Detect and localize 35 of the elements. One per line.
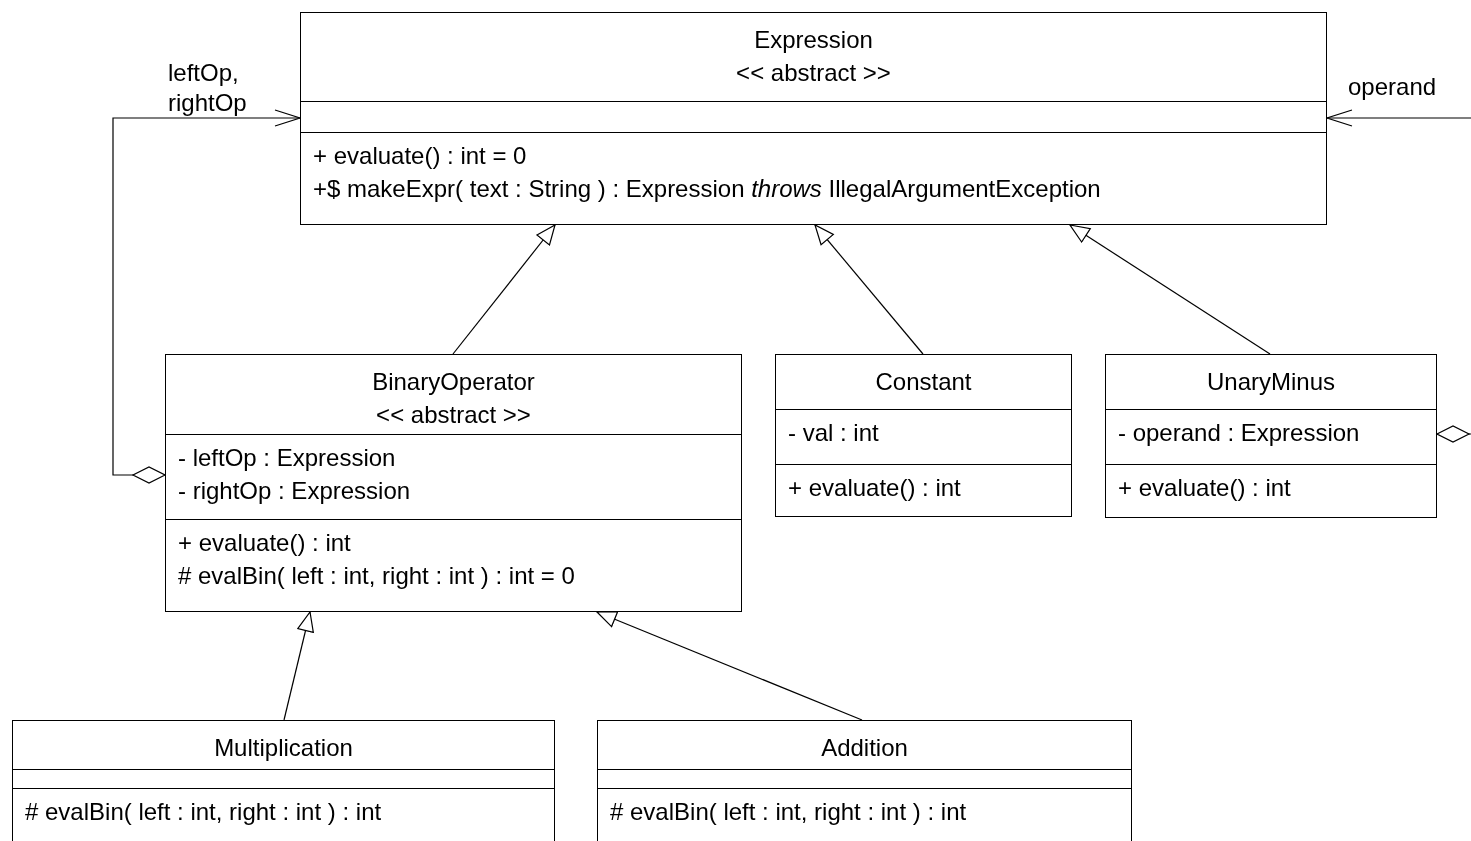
method-text: + evaluate() : int [178, 528, 351, 558]
inheritance-arrow [814, 224, 924, 355]
aggregation-line [1326, 109, 1471, 443]
class-name: Addition [821, 733, 908, 763]
class-box [12, 720, 555, 841]
inheritance-arrow [1069, 224, 1271, 355]
inheritance-arrow [596, 611, 863, 721]
class-box [165, 354, 742, 612]
aggregation-line [112, 109, 301, 484]
edge-label: leftOp, rightOp [168, 58, 248, 118]
attribute-text: - val : int [788, 418, 879, 448]
attribute-text: - operand : Expression [1118, 418, 1360, 448]
method-text: # evalBin( left : int, right : int ) : int = 0 [178, 561, 575, 591]
method-text: + evaluate() : int [1118, 473, 1291, 503]
class-name: Multiplication [214, 733, 353, 763]
class-box [300, 12, 1327, 225]
method-text: +$ makeExpr( text : String ) : Expression throws IllegalArgumentException [313, 174, 1101, 204]
class-name: Expression [754, 25, 873, 55]
method-text: + evaluate() : int [788, 473, 961, 503]
class-name: UnaryMinus [1206, 367, 1335, 397]
class-name: BinaryOperator [372, 367, 535, 397]
edge-label: operand [1348, 72, 1438, 102]
stereotype: << abstract >> [736, 58, 891, 88]
attribute-text: - rightOp : Expression [178, 476, 411, 506]
attribute-text: - leftOp : Expression [178, 443, 396, 473]
method-text: # evalBin( left : int, right : int ) : int [25, 797, 382, 827]
class-box [1105, 354, 1437, 518]
inheritance-arrow [283, 611, 314, 721]
stereotype: << abstract >> [376, 400, 531, 430]
method-text: # evalBin( left : int, right : int ) : int [610, 797, 967, 827]
method-text: + evaluate() : int = 0 [313, 141, 527, 171]
class-box [775, 354, 1072, 517]
class-box [597, 720, 1132, 841]
inheritance-arrow [452, 224, 556, 355]
class-name: Constant [875, 367, 972, 397]
